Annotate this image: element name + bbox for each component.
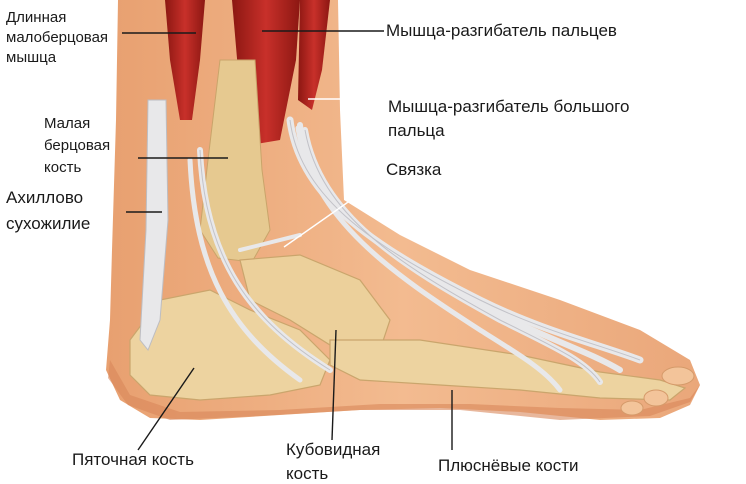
label-extensor-digitorum: Мышца-разгибатель пальцев <box>386 21 617 40</box>
label-fibula-3: кость <box>44 159 82 176</box>
label-calcaneus: Пяточная кость <box>72 450 194 469</box>
toe-3 <box>620 400 644 416</box>
label-fibula-2: берцовая <box>44 137 111 154</box>
label-achilles-1: Ахиллово <box>6 188 84 207</box>
label-cuboid-1: Кубовидная <box>286 440 381 459</box>
leader-ligament <box>283 173 389 248</box>
achilles-tendon <box>139 99 169 351</box>
label-ligament: Связка <box>386 160 442 179</box>
label-peroneus-longus-2: малоберцовая <box>6 29 109 46</box>
label-extensor-hallucis-1: Мышца-разгибатель большого <box>388 97 630 116</box>
toe-2 <box>643 389 669 407</box>
label-cuboid-2: кость <box>286 464 329 483</box>
toe-1 <box>661 366 695 386</box>
label-achilles-2: сухожилие <box>6 214 91 233</box>
label-metatarsals: Плюснёвые кости <box>438 456 579 475</box>
leader-calcaneus <box>137 367 195 451</box>
muscle-left <box>165 0 205 120</box>
muscle-right <box>298 0 330 110</box>
label-fibula-1: Малая <box>44 115 91 132</box>
label-peroneus-longus-1: Длинная <box>6 9 67 26</box>
label-peroneus-longus-3: мышца <box>6 49 57 66</box>
label-extensor-hallucis-2: пальца <box>388 121 445 140</box>
sole-shadow <box>108 360 700 420</box>
leader-cuboid <box>331 329 337 441</box>
calcaneus-bone <box>129 289 331 401</box>
